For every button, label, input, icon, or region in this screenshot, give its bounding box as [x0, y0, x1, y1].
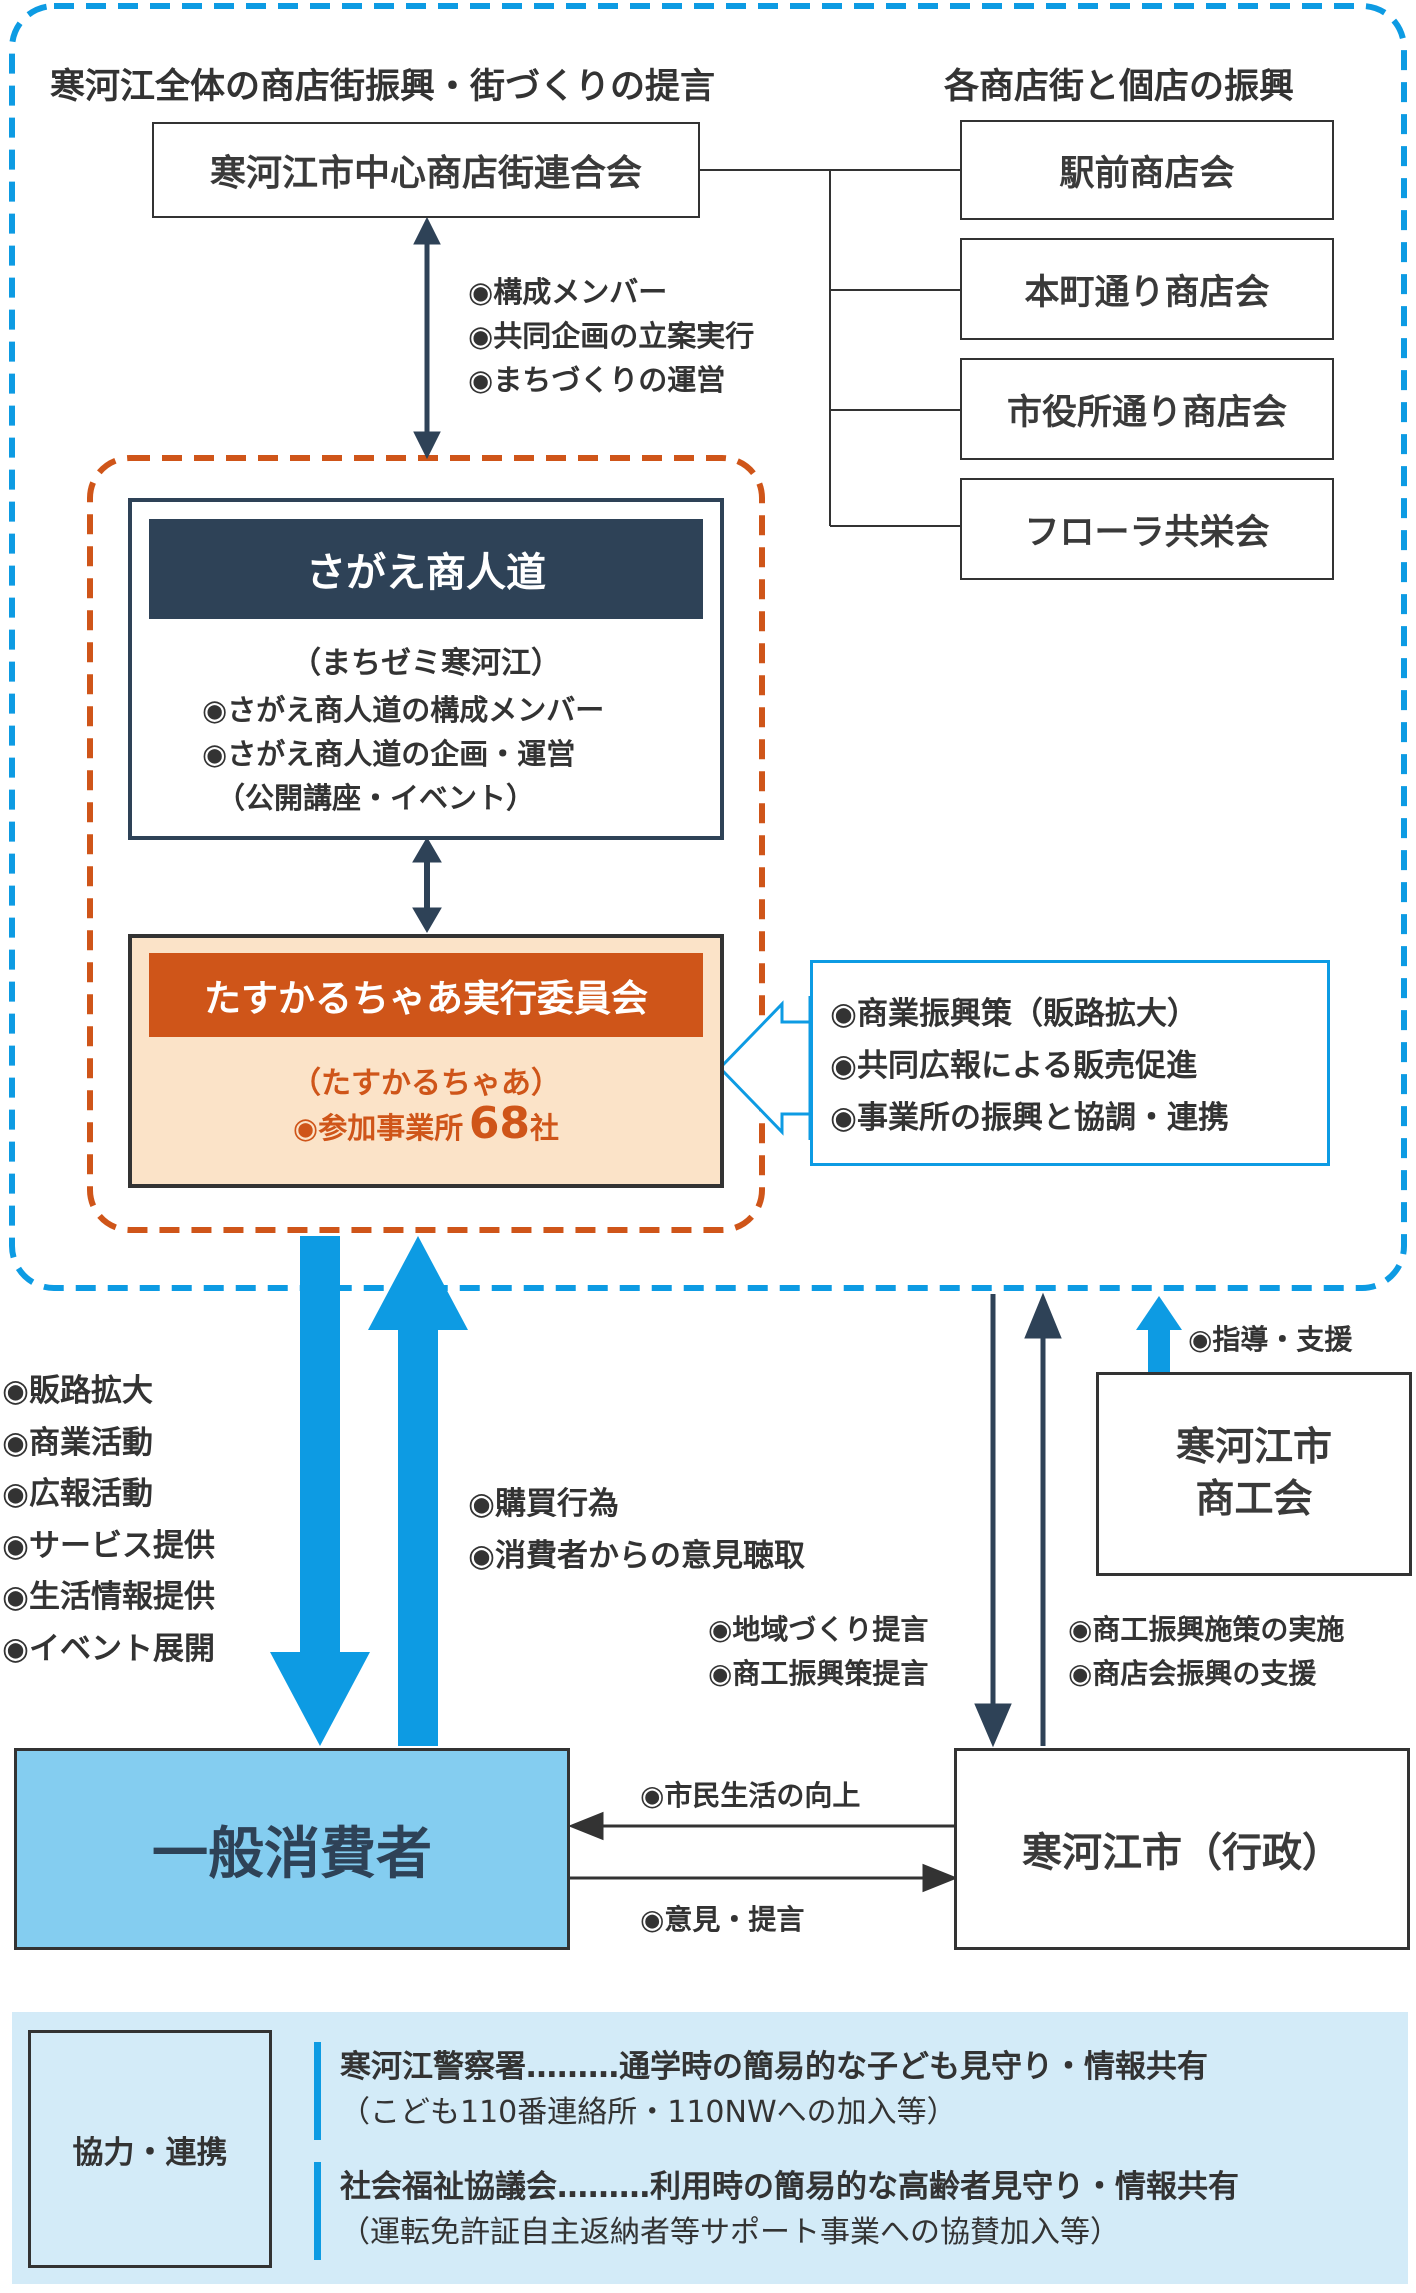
- association-box: 市役所通り商店会: [960, 358, 1334, 460]
- flow-item: ◉広報活動: [2, 1476, 154, 1512]
- association-box: 駅前商店会: [960, 120, 1334, 220]
- callout-item: ◉商業振興策（販路拡大）: [830, 996, 1199, 1032]
- consumer-label: 一般消費者: [152, 1821, 432, 1887]
- association-box: フローラ共栄会: [960, 478, 1334, 580]
- cooperation-panel: [12, 2012, 1408, 2284]
- chamber-support-label: ◉指導・支援: [1188, 1323, 1353, 1356]
- cooperation-item-main: 寒河江警察署………通学時の簡易的な子ども見守り・情報共有: [340, 2049, 1208, 2085]
- flow-item: ◉生活情報提供: [2, 1579, 216, 1615]
- right-heading: 各商店街と個店の振興: [944, 67, 1295, 107]
- tasukaru-title: たすかるちゃあ実行委員会: [204, 977, 648, 1020]
- cooperation-label-box: 協力・連携: [28, 2030, 272, 2268]
- flow-item: ◉商業活動: [2, 1424, 154, 1461]
- city-box: 寒河江市（行政）: [954, 1748, 1410, 1950]
- flow-item: ◉商店会振興の支援: [1068, 1657, 1317, 1690]
- sagae-title-bar: さがえ商人道: [149, 519, 703, 619]
- flow-item: ◉商工振興策提言: [708, 1657, 929, 1690]
- flow-item: ◉購買行為: [468, 1486, 620, 1522]
- sagae-title: さがえ商人道: [306, 550, 546, 596]
- association-tree: [700, 169, 960, 527]
- cooperation-bar: [314, 2042, 321, 2140]
- city-up-list: ◉商工振興施策の実施 ◉商店会振興の支援: [1068, 1608, 1344, 1696]
- sagae-subtitle: （まちゼミ寒河江）: [291, 646, 561, 681]
- count-suffix: 社: [530, 1111, 560, 1145]
- tasukaru-title-bar: たすかるちゃあ実行委員会: [149, 953, 703, 1037]
- count-prefix: ◉参加事業所: [292, 1111, 464, 1145]
- association-name: 本町通り商店会: [1024, 272, 1270, 313]
- callout-item: ◉事業所の振興と協調・連携: [830, 1100, 1230, 1136]
- association-name: 市役所通り商店会: [1006, 392, 1287, 433]
- cooperation-item-note: （運転免許証自主返納者等サポート事業への協賛加入等）: [340, 2215, 1120, 2250]
- city-down-list: ◉地域づくり提言 ◉商工振興策提言: [708, 1608, 928, 1696]
- consumer-down-list: ◉販路拡大 ◉商業活動 ◉広報活動 ◉サービス提供 ◉生活情報提供 ◉イベント展…: [2, 1366, 215, 1675]
- blue-arrow-down: [270, 1236, 370, 1746]
- flow-item: ◉消費者からの意見聴取: [468, 1538, 806, 1574]
- flow-item: ◉販路拡大: [2, 1373, 154, 1409]
- consumer-up-list: ◉購買行為 ◉消費者からの意見聴取: [468, 1478, 805, 1582]
- federation-name: 寒河江市中心商店街連合会: [209, 153, 642, 194]
- tasukaru-count-line: ◉参加事業所 68社: [132, 1098, 720, 1149]
- role-item: ◉共同企画の立案実行: [468, 319, 755, 353]
- sagae-lines: ◉さがえ商人道の構成メンバー ◉さがえ商人道の企画・運営 （公開講座・イベント）: [202, 688, 604, 820]
- association-name: フローラ共栄会: [1024, 512, 1270, 553]
- consumer-to-city-label: ◉意見・提言: [640, 1903, 805, 1936]
- callout-lines: ◉商業振興策（販路拡大） ◉共同広報による販売促進 ◉事業所の振興と協調・連携: [830, 988, 1229, 1144]
- tasukaru-box: たすかるちゃあ実行委員会 （たすかるちゃあ） ◉参加事業所 68社: [128, 934, 724, 1188]
- callout-item: ◉共同広報による販売促進: [830, 1048, 1198, 1084]
- city-to-consumer-label: ◉市民生活の向上: [640, 1779, 861, 1812]
- city-label: 寒河江市（行政）: [1022, 1830, 1342, 1876]
- callout-box: [810, 960, 1330, 1166]
- left-heading: 寒河江全体の商店街振興・街づくりの提言: [50, 67, 716, 107]
- association-name: 駅前商店会: [1059, 153, 1235, 194]
- count-number: 68: [468, 1098, 531, 1149]
- flow-item: ◉イベント展開: [2, 1630, 216, 1667]
- flow-item: ◉商工振興施策の実施: [1068, 1613, 1345, 1646]
- cooperation-bar: [314, 2162, 321, 2260]
- cooperation-item: 社会福祉協議会………利用時の簡易的な高齢者見守り・情報共有 （運転免許証自主返納…: [340, 2164, 1239, 2256]
- consumer-box: 一般消費者: [14, 1748, 570, 1950]
- chamber-box: 寒河江市 商工会: [1096, 1372, 1412, 1576]
- cooperation-item-note: （こども110番連絡所・110NWへの加入等）: [340, 2095, 957, 2130]
- city-frame-arrows: [974, 1292, 1062, 1748]
- association-box: 本町通り商店会: [960, 238, 1334, 340]
- role-item: ◉まちづくりの運営: [468, 363, 726, 397]
- callout-pointer: [717, 996, 812, 1140]
- consumer-city-arrows: [567, 1811, 959, 1893]
- sagae-box: さがえ商人道 （まちゼミ寒河江） ◉さがえ商人道の構成メンバー ◉さがえ商人道の…: [128, 498, 724, 840]
- blue-arrow-up: [368, 1236, 468, 1746]
- flow-item: ◉地域づくり提言: [708, 1613, 929, 1646]
- chamber-name-1: 寒河江市: [1175, 1425, 1332, 1470]
- sagae-line: （公開講座・イベント）: [216, 781, 536, 815]
- role-item: ◉構成メンバー: [468, 275, 668, 309]
- cooperation-item: 寒河江警察署………通学時の簡易的な子ども見守り・情報共有 （こども110番連絡所…: [340, 2044, 1208, 2136]
- sagae-line: ◉さがえ商人道の構成メンバー: [202, 693, 605, 727]
- chamber-name-2: 商工会: [1195, 1477, 1313, 1522]
- flow-item: ◉サービス提供: [2, 1527, 216, 1564]
- federation-sagae-arrow: [413, 216, 441, 460]
- sagae-tasukaru-arrow: [412, 837, 442, 933]
- orange-dashed-frame: [87, 455, 765, 1233]
- cooperation-label: 協力・連携: [72, 2134, 228, 2171]
- tasukaru-subtitle: （たすかるちゃあ）: [291, 1066, 561, 1101]
- federation-roles: ◉構成メンバー ◉共同企画の立案実行 ◉まちづくりの運営: [468, 270, 754, 402]
- chamber-support-arrow: [1136, 1296, 1182, 1374]
- cooperation-item-main: 社会福祉協議会………利用時の簡易的な高齢者見守り・情報共有: [340, 2169, 1239, 2205]
- sagae-line: ◉さがえ商人道の企画・運営: [202, 737, 576, 771]
- outer-dashed-frame: [9, 3, 1407, 1291]
- federation-box: 寒河江市中心商店街連合会: [152, 122, 700, 218]
